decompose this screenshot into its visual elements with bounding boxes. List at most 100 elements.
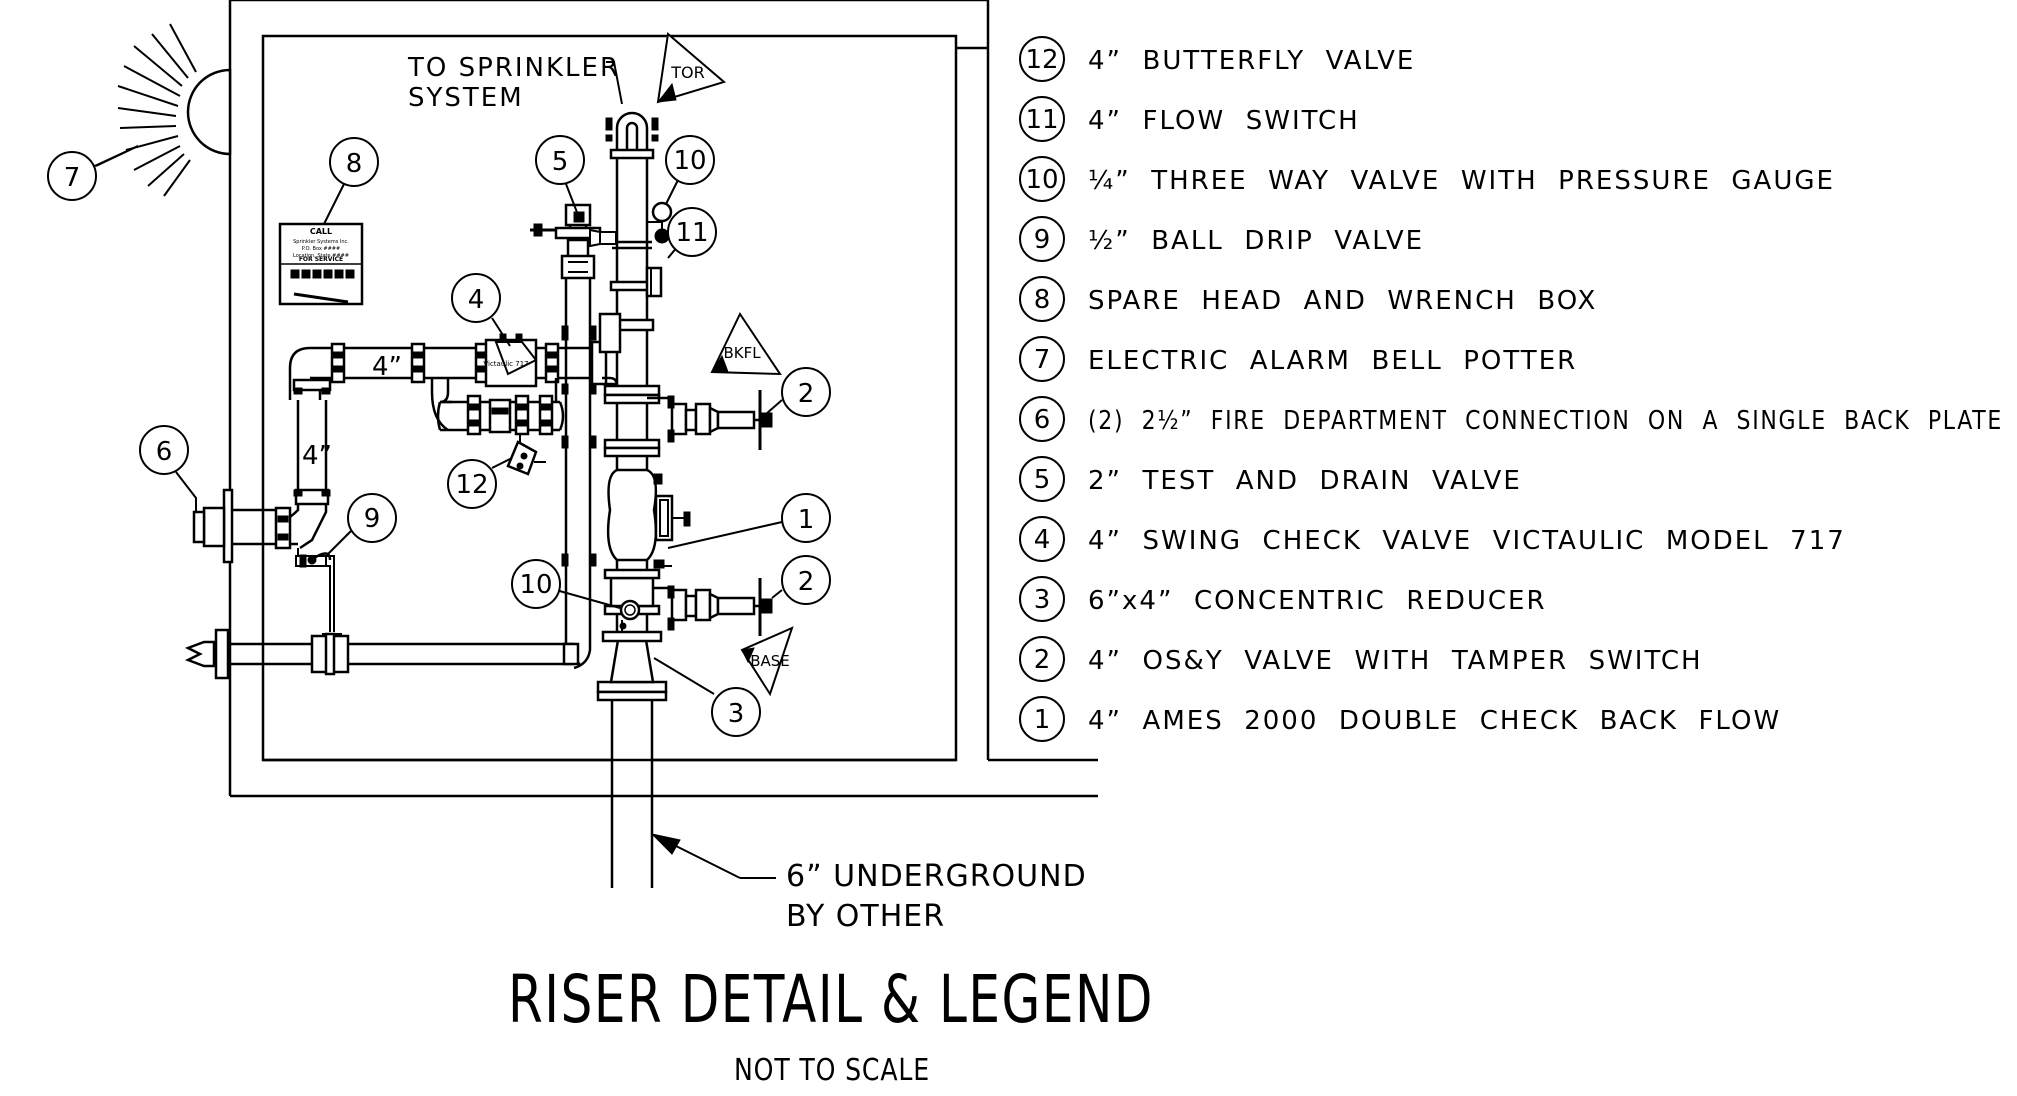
tor-flag-text: TOR [670,63,704,82]
valve-tag-text: Victaulic 717 [483,360,528,368]
legend-item: 2 4” OS&Y VALVE WITH TAMPER SWITCH [1019,636,1703,682]
legend-item: 4 4” SWING CHECK VALVE VICTAULIC MODEL 71… [1019,516,1846,562]
balloon-11: 11 [667,207,717,259]
balloon-10-top: 10 [665,135,715,205]
legend-number-circle [1019,96,1065,142]
legend-number: 12 [1025,45,1058,75]
legend-number: 9 [1034,225,1051,255]
electric-alarm-bell [85,23,232,197]
sign-line1-text: Sprinkler Systems Inc. [293,239,349,245]
tor-flag: TOR [656,32,727,104]
legend-description: 4” FLOW SWITCH [1088,106,1360,136]
legend-description: 2” TEST AND DRAIN VALVE [1088,466,1522,496]
balloon-2-lower: 2 [771,555,831,605]
ball-drip-valve [295,548,342,635]
legend-description: 6”x4” CONCENTRIC REDUCER [1088,586,1547,616]
legend-item: 9 ½” BALL DRIP VALVE [1019,216,1424,262]
balloon-6: 6 [139,425,197,512]
legend-number-circle [1019,336,1065,382]
legend-number-circle [1019,216,1065,262]
balloon-2-lower-text: 2 [798,567,815,597]
legend-number: 6 [1034,405,1051,435]
balloon-10-bottom: 10 [511,559,621,609]
bkfl-flag-text: BKFL [723,344,761,362]
spare-head-wrench-box: CALL Sprinkler Systems Inc. P.O. Box ###… [278,222,364,306]
legend-item: 6 (2) 2½” FIRE DEPARTMENT CONNECTION ON A… [1019,396,2003,442]
bkfl-flag: BKFL [710,311,782,376]
legend-number: 5 [1034,465,1051,495]
legend-description: 4” BUTTERFLY VALVE [1088,46,1415,76]
balloon-5: 5 [535,135,585,221]
scale-note: NOT TO SCALE [734,1053,930,1088]
balloon-10-top-text: 10 [673,146,706,176]
sign-call-text: CALL [310,227,332,236]
base-flag-text: BASE [750,652,790,670]
balloon-9: 9 [325,493,397,557]
legend-description: ELECTRIC ALARM BELL POTTER [1088,346,1577,376]
balloon-1: 1 [667,493,831,549]
underground-leader [650,833,776,879]
legend-number: 11 [1025,105,1058,135]
balloon-5-text: 5 [552,147,569,177]
legend-number-circle [1019,516,1065,562]
pressure-gauge-bottom [619,599,641,632]
legend-number-circle [1019,696,1065,742]
main-riser-pipe [596,111,668,888]
balloon-12: 12 [447,457,513,509]
legend-number: 4 [1034,525,1051,555]
balloon-8-text: 8 [346,149,363,179]
balloon-11-text: 11 [675,218,708,248]
fire-department-connection [192,488,328,564]
balloon-6-text: 6 [156,437,173,467]
base-flag: BASE [740,626,794,697]
flow-switch [645,266,663,298]
balloon-7-text: 7 [64,163,81,193]
legend-item: 5 2” TEST AND DRAIN VALVE [1019,456,1522,502]
balloon-3: 3 [653,657,761,737]
legend-description: (2) 2½” FIRE DEPARTMENT CONNECTION ON A … [1088,406,2003,436]
to-sprinkler-label: TO SPRINKLER [407,53,620,83]
legend-number: 3 [1034,585,1051,615]
legend-item: 10 ¼” THREE WAY VALVE WITH PRESSURE GAUGE [1019,156,1835,202]
underground-label: 6” UNDERGROUND [786,859,1087,894]
check-valve-branch: Victaulic 717 [288,312,622,506]
balloon-4-text: 4 [468,285,485,315]
legend-number: 2 [1034,645,1051,675]
osy-valve-upper [647,390,773,450]
legend-number-circle [1019,456,1065,502]
legend-description: 4” SWING CHECK VALVE VICTAULIC MODEL 717 [1088,526,1846,556]
balloon-4: 4 [451,273,511,347]
backflow-test-cocks [653,473,691,569]
underground-label-2: BY OTHER [786,899,945,934]
pressure-gauge-top [647,201,673,244]
legend-number-circle [1019,396,1065,442]
legend-description: ½” BALL DRIP VALVE [1088,226,1424,256]
legend-number-circle [1019,156,1065,202]
balloon-10-bottom-text: 10 [519,570,552,600]
legend-number-circle [1019,576,1065,622]
balloon-8: 8 [323,137,379,225]
legend-description: 4” OS&Y VALVE WITH TAMPER SWITCH [1088,646,1703,676]
legend-number: 1 [1034,705,1051,735]
legend-item: 7 ELECTRIC ALARM BELL POTTER [1019,336,1577,382]
legend-number-circle [1019,636,1065,682]
legend-number-circle [1019,36,1065,82]
to-sprinkler-label-2: SYSTEM [408,83,524,113]
legend-number: 10 [1025,165,1058,195]
drawing-title: RISER DETAIL & LEGEND [508,961,1154,1038]
pipe-size-label-horizontal: 4” [372,352,402,382]
balloon-2-upper: 2 [765,367,831,417]
legend-number: 7 [1034,345,1051,375]
legend-item: 3 6”x4” CONCENTRIC REDUCER [1019,576,1547,622]
legend-description: ¼” THREE WAY VALVE WITH PRESSURE GAUGE [1088,166,1835,196]
balloon-7: 7 [47,145,139,201]
balloon-3-text: 3 [728,699,745,729]
sign-line3-text: Location, State #### [293,253,349,259]
legend-description: SPARE HEAD AND WRENCH BOX [1088,286,1597,316]
osy-valve-lower [653,578,773,636]
test-and-drain-valve [184,203,617,680]
